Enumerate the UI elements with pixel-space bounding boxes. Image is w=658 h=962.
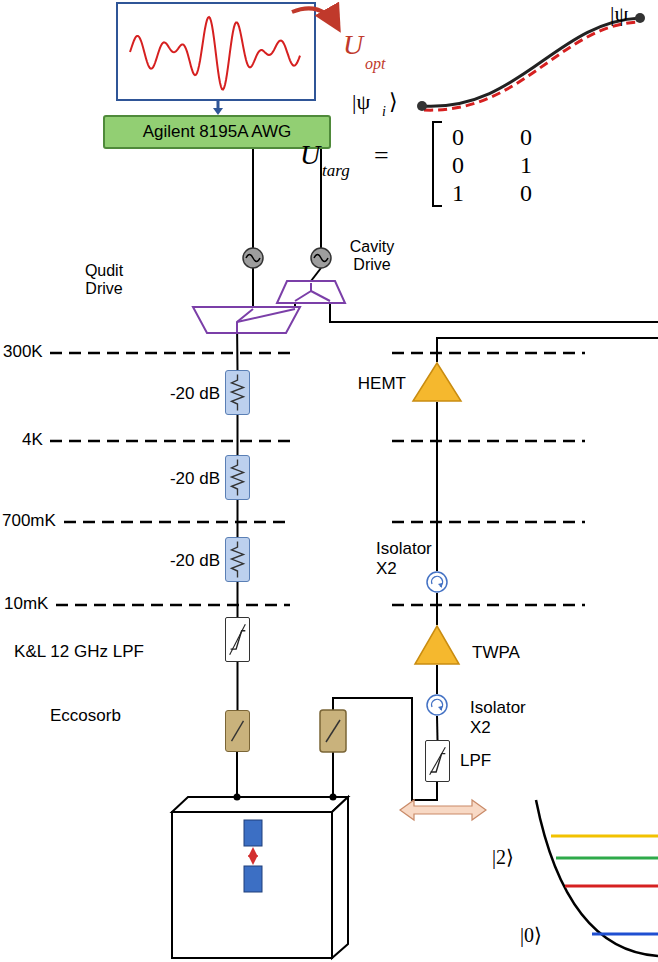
temperature-label: 300K bbox=[3, 343, 43, 362]
math-label: i bbox=[382, 104, 386, 119]
math-label: = bbox=[374, 142, 389, 171]
math-label: ⟩ bbox=[389, 90, 398, 114]
attenuator: -20 dB bbox=[225, 455, 250, 500]
readout-wire bbox=[437, 338, 658, 362]
instrument-box: Agilent 8195A AWG bbox=[103, 115, 331, 149]
node-label: K&L 12 GHz LPF bbox=[4, 642, 154, 662]
eccosorb-filter bbox=[320, 710, 346, 752]
math-label: 0 bbox=[452, 152, 464, 178]
math-label: targ bbox=[322, 162, 350, 181]
wire bbox=[436, 402, 438, 571]
node-symbol bbox=[426, 741, 449, 781]
node-label: HEMT bbox=[354, 374, 406, 394]
readout-wire bbox=[333, 698, 437, 800]
cavity-drive-wire bbox=[330, 303, 658, 322]
node-symbol bbox=[226, 618, 249, 661]
node-label: TWPA bbox=[472, 643, 532, 663]
node-label: -20 dB bbox=[154, 551, 220, 571]
level-label: |2⟩ bbox=[492, 846, 514, 868]
node-label: -20 dB bbox=[154, 469, 220, 489]
eccosorb-filter: Eccosorb bbox=[225, 710, 250, 752]
wire bbox=[436, 716, 439, 740]
potential-well bbox=[536, 800, 658, 956]
math-label: 0 bbox=[520, 180, 532, 206]
wire bbox=[436, 593, 438, 625]
drive-label: Qudit Drive bbox=[72, 262, 136, 297]
wire bbox=[237, 500, 239, 537]
math-label: |ψ bbox=[610, 2, 628, 26]
wire bbox=[436, 665, 438, 694]
amplifier: TWPA bbox=[414, 625, 460, 665]
node-symbol bbox=[226, 711, 249, 751]
temperature-label: 4K bbox=[22, 431, 43, 450]
node-symbol bbox=[414, 625, 460, 665]
wire bbox=[237, 415, 239, 455]
power-splitter bbox=[277, 281, 345, 303]
node-symbol bbox=[226, 456, 249, 499]
attenuator: -20 dB bbox=[225, 370, 250, 415]
node-label: Eccosorb bbox=[50, 706, 140, 726]
node-label: -20 dB bbox=[154, 384, 220, 404]
waveform-box bbox=[117, 3, 315, 100]
pulse-waveform bbox=[130, 17, 300, 90]
lowpass-filter: K&L 12 GHz LPF bbox=[225, 617, 250, 662]
math-label: |ψ bbox=[352, 90, 370, 114]
node-symbol bbox=[426, 571, 448, 593]
isolator: Isolator X2 bbox=[426, 571, 448, 593]
optimize-arrow bbox=[292, 8, 338, 28]
node-label: Isolator X2 bbox=[470, 698, 540, 737]
optimized-trajectory bbox=[424, 22, 638, 110]
cavity-box bbox=[172, 794, 348, 959]
level-label: |0⟩ bbox=[520, 924, 542, 946]
temperature-label: 700mK bbox=[2, 512, 56, 531]
math-label: 1 bbox=[452, 180, 464, 206]
node-symbol bbox=[426, 694, 448, 716]
matrix-bracket bbox=[433, 122, 442, 206]
trajectory bbox=[422, 18, 640, 106]
math-label: 0 bbox=[452, 124, 464, 150]
math-label: 0 bbox=[520, 124, 532, 150]
wire bbox=[237, 582, 239, 617]
attenuator: -20 dB bbox=[225, 537, 250, 582]
drive-label: Cavity Drive bbox=[340, 238, 404, 273]
double-arrow bbox=[400, 800, 486, 820]
node-symbol bbox=[226, 371, 249, 414]
node-symbol bbox=[412, 362, 462, 402]
isolator: Isolator X2 bbox=[426, 694, 448, 716]
math-label: U bbox=[300, 140, 320, 171]
node-label: Agilent 8195A AWG bbox=[135, 122, 300, 142]
temperature-label: 10mK bbox=[4, 595, 48, 614]
node-label: Isolator X2 bbox=[376, 539, 432, 578]
signal-source bbox=[243, 248, 331, 268]
lowpass-filter: LPF bbox=[425, 740, 450, 782]
node-label: LPF bbox=[460, 751, 510, 771]
node-symbol bbox=[226, 538, 249, 581]
math-label: U bbox=[343, 30, 363, 61]
amplifier: HEMT bbox=[412, 362, 462, 402]
power-combiner bbox=[193, 307, 300, 333]
math-label: 1 bbox=[520, 152, 532, 178]
math-label: opt bbox=[365, 55, 385, 73]
wire bbox=[237, 662, 239, 710]
temperature-stage bbox=[50, 353, 585, 605]
